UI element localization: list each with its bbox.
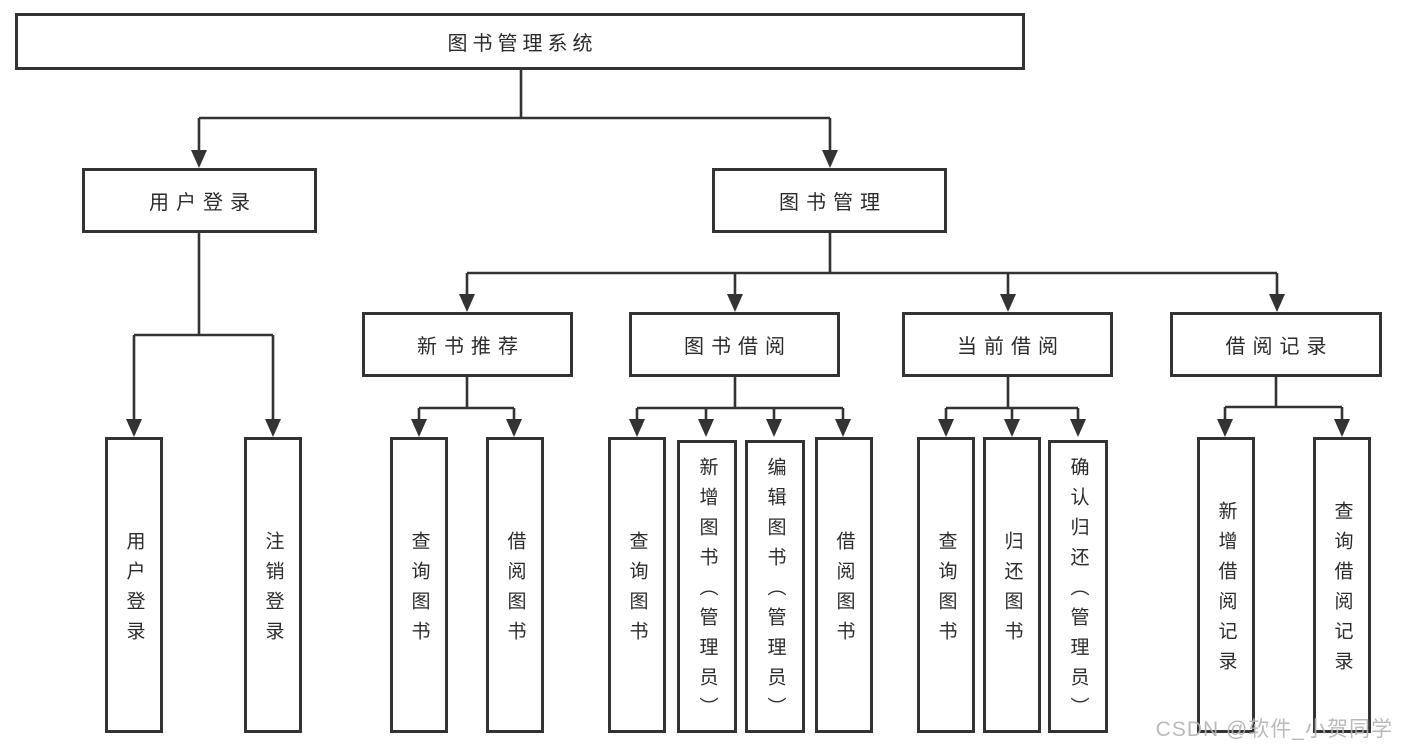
node-root: 图书管理系统 (15, 13, 1025, 70)
node-current-borrowing-label: 当前借阅 (957, 336, 1065, 358)
leaf-return-books-label: 归还图书 (1001, 530, 1023, 651)
leaf-return-books: 归还图书 (983, 437, 1041, 733)
leaf-add-borrow-record: 新增借阅记录 (1197, 437, 1255, 733)
leaf-borrow-books-borrowing: 借阅图书 (815, 437, 873, 733)
leaf-edit-books-admin: 编辑图书（管理员） (745, 440, 805, 733)
leaf-confirm-return-admin-label: 确认归还（管理员） (1067, 457, 1089, 727)
node-root-label: 图书管理系统 (447, 33, 598, 55)
leaf-logout-label: 注销登录 (262, 530, 284, 651)
node-new-book-recommend: 新书推荐 (362, 312, 573, 377)
leaf-query-books-borrowing: 查询图书 (608, 437, 666, 733)
leaf-edit-books-admin-label: 编辑图书（管理员） (764, 457, 786, 727)
node-book-borrowing: 图书借阅 (629, 312, 840, 377)
node-user-login-label: 用户登录 (149, 192, 257, 214)
leaf-query-books-current: 查询图书 (917, 437, 975, 733)
leaf-add-books-admin: 新增图书（管理员） (677, 440, 737, 733)
csdn-watermark: CSDN @软件_小贺同学 (1155, 718, 1393, 741)
leaf-logout: 注销登录 (244, 437, 302, 733)
leaf-query-books-current-label: 查询图书 (935, 530, 957, 651)
leaf-borrow-books-borrowing-label: 借阅图书 (833, 530, 855, 651)
leaf-add-books-admin-label: 新增图书（管理员） (696, 457, 718, 727)
node-current-borrowing: 当前借阅 (902, 312, 1113, 377)
leaf-user-login: 用户登录 (105, 437, 163, 733)
node-new-book-recommend-label: 新书推荐 (417, 336, 525, 358)
leaf-borrow-books-recommend: 借阅图书 (486, 437, 544, 733)
leaf-query-books-recommend-label: 查询图书 (408, 530, 430, 651)
node-borrowing-records: 借阅记录 (1170, 312, 1382, 377)
leaf-add-borrow-record-label: 新增借阅记录 (1215, 500, 1237, 681)
leaf-user-login-label: 用户登录 (123, 530, 145, 651)
leaf-query-borrow-record: 查询借阅记录 (1313, 437, 1371, 733)
leaf-borrow-books-recommend-label: 借阅图书 (504, 530, 526, 651)
leaf-query-borrow-record-label: 查询借阅记录 (1331, 500, 1353, 681)
node-book-management: 图书管理 (712, 168, 947, 233)
node-book-borrowing-label: 图书借阅 (684, 336, 792, 358)
node-borrowing-records-label: 借阅记录 (1225, 336, 1334, 358)
node-book-management-label: 图书管理 (779, 192, 887, 214)
node-user-login: 用户登录 (82, 168, 317, 233)
leaf-confirm-return-admin: 确认归还（管理员） (1048, 440, 1108, 733)
leaf-query-books-borrowing-label: 查询图书 (626, 530, 648, 651)
leaf-query-books-recommend: 查询图书 (390, 437, 448, 733)
